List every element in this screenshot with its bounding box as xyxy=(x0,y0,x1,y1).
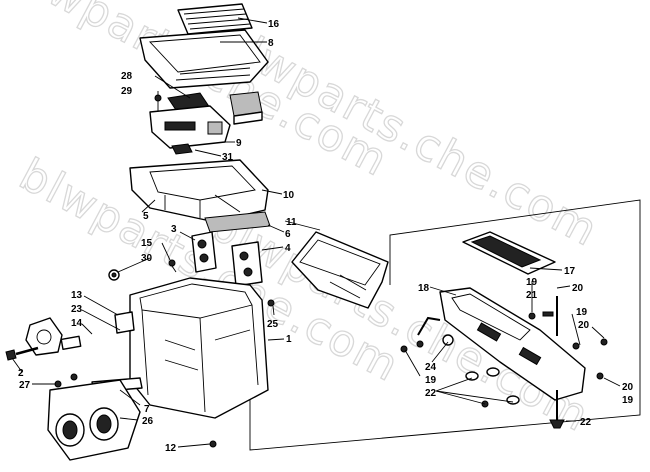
part-1-airbox xyxy=(129,277,269,419)
part-11-intake-duct xyxy=(291,231,389,309)
part-14-sleeve xyxy=(60,335,82,351)
callout-20: 20 xyxy=(622,382,634,393)
callout-22: 22 xyxy=(425,388,437,399)
callout-28: 28 xyxy=(121,71,133,82)
callout-5: 5 xyxy=(143,211,149,222)
part-22-nut xyxy=(506,395,520,405)
part-4-grommet-panel xyxy=(231,241,263,287)
callout-13: 13 xyxy=(71,290,83,301)
part-3-grommet-panel xyxy=(191,231,217,273)
callout-19: 19 xyxy=(622,395,634,406)
part-30-plug xyxy=(108,269,120,281)
callout-20: 20 xyxy=(578,320,590,331)
part-21-bolt xyxy=(542,311,554,317)
leader-lines xyxy=(11,17,621,448)
part-15-screw xyxy=(168,259,177,273)
callout-16: 16 xyxy=(268,19,280,30)
callout-19: 19 xyxy=(576,307,588,318)
callout-19: 19 xyxy=(425,375,437,386)
part-24-bracket xyxy=(417,316,454,346)
part-27-screw xyxy=(54,373,78,388)
part-8-lid xyxy=(139,29,269,89)
part-9-filter-pad xyxy=(229,91,263,125)
part-13-clamp xyxy=(114,311,135,334)
callout-8: 8 xyxy=(268,38,274,49)
callout-9: 9 xyxy=(236,138,242,149)
callout-11: 11 xyxy=(286,217,297,228)
part-22-nut xyxy=(465,371,479,381)
watermark-text: blwparts.che.com xyxy=(210,14,607,257)
callout-31: 31 xyxy=(222,152,234,163)
callout-26: 26 xyxy=(142,416,154,427)
part-12-screw xyxy=(209,440,217,448)
callout-14: 14 xyxy=(71,318,83,329)
callout-29: 29 xyxy=(121,86,133,97)
watermark-group: blwparts.che.com blwparts.che.com blwpar… xyxy=(0,0,608,443)
callout-20: 20 xyxy=(572,283,584,294)
callout-10: 10 xyxy=(283,190,295,201)
part-24-screw xyxy=(416,340,424,348)
callout-3: 3 xyxy=(171,224,177,235)
part-2-bolt xyxy=(5,346,39,361)
callout-4: 4 xyxy=(285,243,291,254)
callout-21: 21 xyxy=(526,290,538,301)
callout-27: 27 xyxy=(19,380,31,391)
part-19-washer xyxy=(528,312,536,320)
callout-19: 19 xyxy=(526,277,538,288)
part-20-screw xyxy=(596,372,604,380)
callout-6: 6 xyxy=(285,229,291,240)
callout-12: 12 xyxy=(165,443,177,454)
part-31-small-plate xyxy=(171,143,193,155)
part-electronics-module xyxy=(149,105,231,149)
callout-17: 17 xyxy=(564,266,576,277)
part-22-nut xyxy=(486,367,500,377)
callout-30: 30 xyxy=(141,253,153,264)
part-23-throttle-body xyxy=(25,317,63,356)
callout-22: 22 xyxy=(580,417,592,428)
part-26-twin-intake xyxy=(47,379,141,461)
sub-assembly-bracket xyxy=(249,199,641,451)
callout-labels: 16 8 28 29 9 31 10 11 5 6 3 4 15 30 13 2… xyxy=(18,19,634,454)
part-19-washer xyxy=(572,342,580,350)
callout-2: 2 xyxy=(18,368,24,379)
part-16-vent-grille xyxy=(177,3,253,35)
callout-1: 1 xyxy=(286,334,292,345)
callout-7: 7 xyxy=(144,404,150,415)
callout-25: 25 xyxy=(267,319,279,330)
part-20-screw xyxy=(600,338,608,346)
part-17-grille xyxy=(462,231,556,275)
part-18-console-duct xyxy=(439,287,586,401)
callout-15: 15 xyxy=(141,238,153,249)
part-29-screw xyxy=(154,94,162,112)
callout-23: 23 xyxy=(71,304,83,315)
callout-18: 18 xyxy=(418,283,430,294)
callout-24: 24 xyxy=(425,362,437,373)
part-25-screw xyxy=(267,299,275,307)
part-22-nut xyxy=(549,419,565,429)
